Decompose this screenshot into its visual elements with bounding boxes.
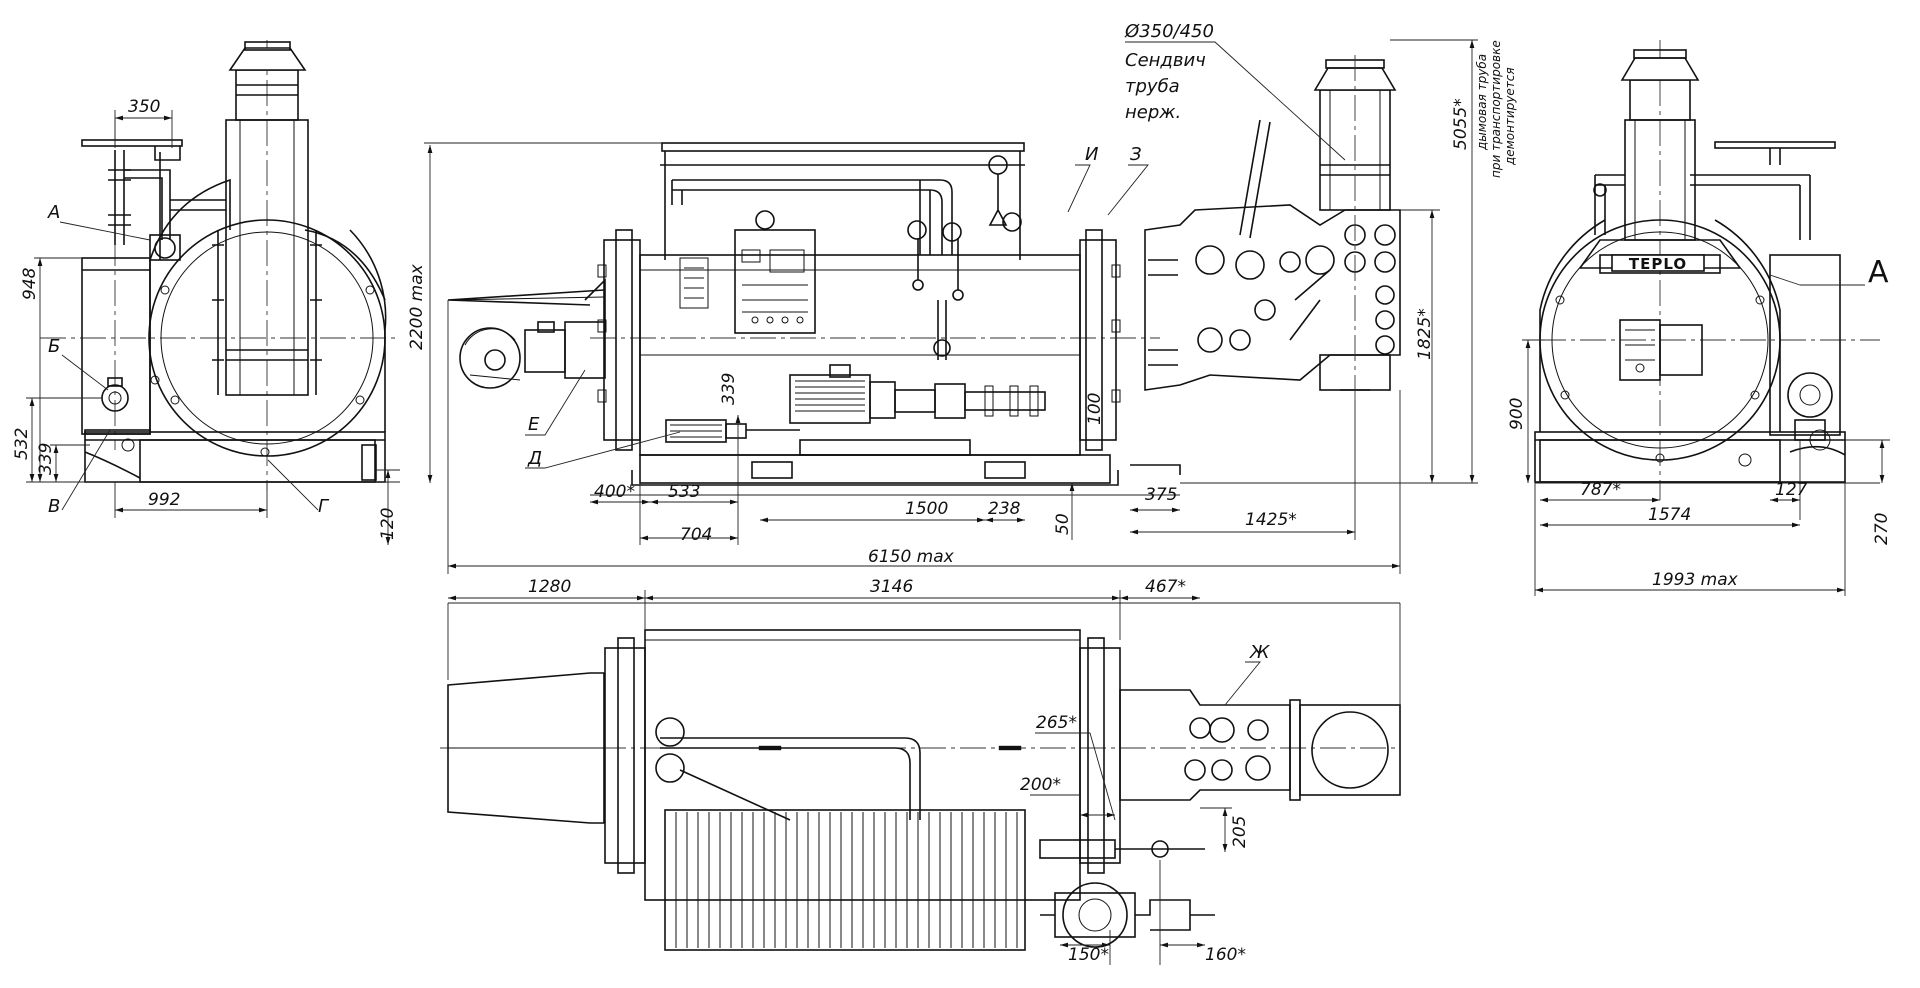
callout-d: Д [527, 448, 542, 469]
dim-1425: 1425* [1245, 510, 1297, 530]
dim-1280: 1280 [528, 577, 571, 597]
dim-339-front: 339 [719, 373, 739, 405]
pipe-note-4: нерж. [1125, 102, 1181, 123]
dim-350: 350 [128, 97, 160, 117]
stack-note-2: при транспортировке [1489, 40, 1503, 178]
dim-375: 375 [1145, 485, 1177, 505]
dim-238: 238 [988, 499, 1021, 519]
dim-1993: 1993 max [1652, 570, 1739, 590]
left-side-view: 350 948 532 339 992 120 А Б В Г [12, 40, 400, 545]
dim-704: 704 [680, 525, 712, 545]
dim-400: 400* [594, 482, 635, 502]
pipe-note-2: Сендвич [1125, 50, 1206, 71]
dim-787: 787* [1580, 480, 1621, 500]
dim-339-left: 339 [36, 443, 56, 475]
dim-127: 127 [1775, 480, 1808, 500]
stack-note-1: дымовая труба [1475, 54, 1489, 151]
callout-e: Е [528, 414, 540, 435]
stack-note-3: демонтируется [1503, 67, 1517, 166]
dim-200: 200* [1020, 775, 1061, 795]
dim-265: 265* [1036, 713, 1077, 733]
dim-5055: 5055* [1451, 98, 1471, 150]
dim-900: 900 [1507, 398, 1527, 430]
dim-1574: 1574 [1648, 505, 1691, 525]
right-side-view: TEPLO 900 787* 127 [1507, 40, 1892, 596]
front-view: 2200 max 339 100 400* 533 1500 238 704 6… [407, 21, 1517, 574]
callout-z: З [1130, 144, 1142, 165]
pipe-note-3: труба [1125, 76, 1180, 97]
dim-6150: 6150 max [868, 547, 955, 567]
callout-a-right: А [1868, 255, 1889, 290]
dim-160: 160* [1205, 945, 1246, 965]
top-plan-view: 1280 3146 467* 265* 200* 205 150* 160* Ж [440, 577, 1401, 965]
dim-948: 948 [20, 267, 40, 300]
dim-150: 150* [1068, 945, 1109, 965]
callout-i: И [1085, 144, 1098, 165]
brand-logo: TEPLO [1629, 255, 1687, 273]
dim-3146: 3146 [870, 577, 913, 597]
dim-120-left: 120 [378, 508, 398, 540]
dim-992: 992 [148, 490, 180, 510]
dim-2200: 2200 max [407, 263, 427, 350]
dim-1500: 1500 [905, 499, 948, 519]
callout-v: В [48, 496, 60, 517]
callout-a-left: А [47, 202, 60, 223]
dim-532: 532 [12, 428, 32, 460]
dim-270: 270 [1872, 513, 1892, 545]
dim-50: 50 [1053, 513, 1073, 535]
callout-b: Б [48, 336, 60, 357]
dim-1825: 1825* [1415, 308, 1435, 360]
dim-533: 533 [668, 482, 700, 502]
callout-g: Г [318, 496, 330, 517]
dim-100: 100 [1085, 393, 1105, 425]
callout-zh: Ж [1249, 642, 1270, 663]
dim-467: 467* [1145, 577, 1186, 597]
dim-205: 205 [1230, 816, 1250, 848]
pipe-note-1: Ø350/450 [1124, 21, 1214, 42]
